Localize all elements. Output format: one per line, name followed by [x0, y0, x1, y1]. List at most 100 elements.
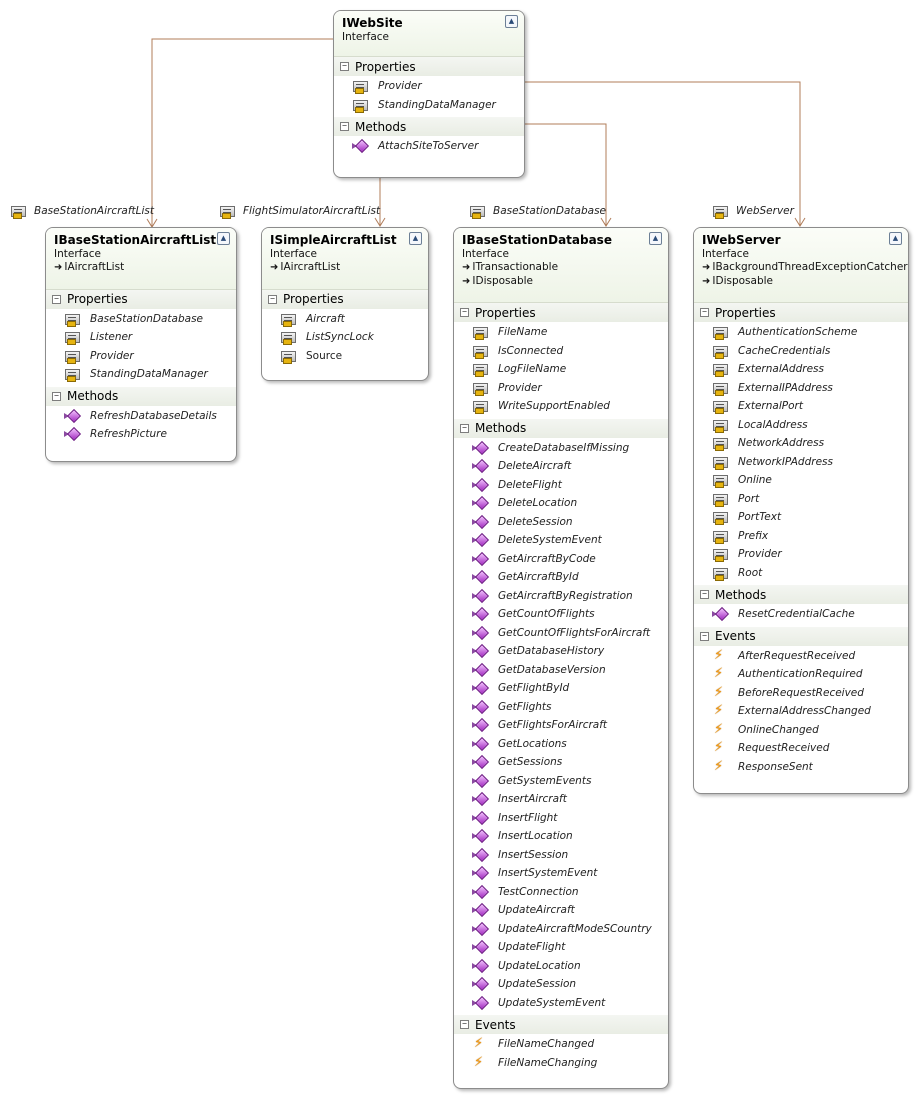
- member-item[interactable]: CreateDatabaseIfMissing: [454, 439, 668, 458]
- collapse-double-chevron-icon[interactable]: ▲: [409, 232, 422, 245]
- member-item[interactable]: GetDatabaseVersion: [454, 661, 668, 680]
- member-item[interactable]: GetSessions: [454, 753, 668, 772]
- member-item[interactable]: NetworkIPAddress: [694, 453, 908, 472]
- member-item[interactable]: GetAircraftByCode: [454, 550, 668, 569]
- member-item[interactable]: DeleteLocation: [454, 494, 668, 513]
- member-item[interactable]: InsertFlight: [454, 809, 668, 828]
- minus-toggle-icon[interactable]: −: [700, 631, 709, 641]
- member-item[interactable]: ⚡FileNameChanging: [454, 1054, 668, 1073]
- member-item[interactable]: WriteSupportEnabled: [454, 397, 668, 416]
- member-item[interactable]: ExternalPort: [694, 397, 908, 416]
- member-item[interactable]: DeleteSystemEvent: [454, 531, 668, 550]
- member-item[interactable]: ExternalAddress: [694, 360, 908, 379]
- section-header-properties[interactable]: − Properties: [454, 303, 668, 322]
- member-item[interactable]: DeleteFlight: [454, 476, 668, 495]
- member-item[interactable]: TestConnection: [454, 883, 668, 902]
- member-item[interactable]: Provider: [454, 379, 668, 398]
- member-item[interactable]: IsConnected: [454, 342, 668, 361]
- member-item[interactable]: ⚡FileNameChanged: [454, 1035, 668, 1054]
- member-item[interactable]: Source: [262, 347, 428, 366]
- member-item[interactable]: ⚡OnlineChanged: [694, 721, 908, 740]
- member-item[interactable]: ⚡RequestReceived: [694, 739, 908, 758]
- member-item[interactable]: UpdateAircraft: [454, 901, 668, 920]
- minus-toggle-icon[interactable]: −: [340, 122, 349, 131]
- member-item[interactable]: GetAircraftById: [454, 568, 668, 587]
- minus-toggle-icon[interactable]: −: [52, 391, 61, 401]
- member-item[interactable]: InsertLocation: [454, 827, 668, 846]
- member-item[interactable]: RefreshPicture: [46, 425, 236, 444]
- member-item[interactable]: UpdateSession: [454, 975, 668, 994]
- minus-toggle-icon[interactable]: −: [460, 1020, 469, 1029]
- section-header-events[interactable]: − Events: [454, 1015, 668, 1034]
- member-item[interactable]: RefreshDatabaseDetails: [46, 407, 236, 426]
- member-item[interactable]: Provider: [694, 545, 908, 564]
- member-item[interactable]: ⚡ExternalAddressChanged: [694, 702, 908, 721]
- member-item[interactable]: BaseStationDatabase: [46, 310, 236, 329]
- member-item[interactable]: LogFileName: [454, 360, 668, 379]
- section-header-methods[interactable]: − Methods: [334, 117, 524, 136]
- member-item[interactable]: GetFlightById: [454, 679, 668, 698]
- member-item[interactable]: LocalAddress: [694, 416, 908, 435]
- collapse-double-chevron-icon[interactable]: ▲: [889, 232, 902, 245]
- member-item[interactable]: ExternalIPAddress: [694, 379, 908, 398]
- member-item[interactable]: Port: [694, 490, 908, 509]
- member-item[interactable]: InsertSession: [454, 846, 668, 865]
- member-item[interactable]: ⚡BeforeRequestReceived: [694, 684, 908, 703]
- collapse-double-chevron-icon[interactable]: ▲: [217, 232, 230, 245]
- member-item[interactable]: UpdateFlight: [454, 938, 668, 957]
- minus-toggle-icon[interactable]: −: [700, 590, 709, 599]
- collapse-double-chevron-icon[interactable]: ▲: [649, 232, 662, 245]
- class-box-iwebserver[interactable]: IWebServer Interface ➜IBackgroundThreadE…: [693, 227, 909, 794]
- member-item[interactable]: Online: [694, 471, 908, 490]
- member-item[interactable]: ⚡AuthenticationRequired: [694, 665, 908, 684]
- class-box-ibasestationaircraftlist[interactable]: IBaseStationAircraftList Interface ➜IAir…: [45, 227, 237, 462]
- member-item[interactable]: Aircraft: [262, 310, 428, 329]
- minus-toggle-icon[interactable]: −: [460, 423, 469, 433]
- member-item[interactable]: UpdateLocation: [454, 957, 668, 976]
- member-item[interactable]: StandingDataManager: [334, 96, 524, 115]
- minus-toggle-icon[interactable]: −: [268, 294, 277, 304]
- member-item[interactable]: AuthenticationScheme: [694, 323, 908, 342]
- member-item[interactable]: GetDatabaseHistory: [454, 642, 668, 661]
- member-item[interactable]: FileName: [454, 323, 668, 342]
- collapse-double-chevron-icon[interactable]: ▲: [505, 15, 518, 28]
- member-item[interactable]: ⚡ResponseSent: [694, 758, 908, 777]
- member-item[interactable]: NetworkAddress: [694, 434, 908, 453]
- minus-toggle-icon[interactable]: −: [52, 294, 61, 304]
- section-header-methods[interactable]: − Methods: [46, 386, 236, 406]
- member-item[interactable]: DeleteAircraft: [454, 457, 668, 476]
- member-item[interactable]: GetAircraftByRegistration: [454, 587, 668, 606]
- member-item[interactable]: CacheCredentials: [694, 342, 908, 361]
- member-item[interactable]: ResetCredentialCache: [694, 605, 908, 624]
- section-header-properties[interactable]: − Properties: [262, 289, 428, 309]
- class-box-ibasestationdatabase[interactable]: IBaseStationDatabase Interface ➜ITransac…: [453, 227, 669, 1089]
- member-item[interactable]: GetCountOfFlightsForAircraft: [454, 624, 668, 643]
- member-item[interactable]: GetLocations: [454, 735, 668, 754]
- member-item[interactable]: GetCountOfFlights: [454, 605, 668, 624]
- member-item[interactable]: GetFlightsForAircraft: [454, 716, 668, 735]
- member-item[interactable]: Provider: [334, 77, 524, 96]
- minus-toggle-icon[interactable]: −: [340, 62, 349, 71]
- member-item[interactable]: StandingDataManager: [46, 365, 236, 384]
- section-header-methods[interactable]: − Methods: [454, 418, 668, 438]
- section-header-methods[interactable]: − Methods: [694, 585, 908, 604]
- section-header-properties[interactable]: − Properties: [334, 57, 524, 76]
- member-item[interactable]: Provider: [46, 347, 236, 366]
- member-item[interactable]: AttachSiteToServer: [334, 137, 524, 156]
- member-item[interactable]: Prefix: [694, 527, 908, 546]
- section-header-properties[interactable]: − Properties: [694, 303, 908, 322]
- member-item[interactable]: DeleteSession: [454, 513, 668, 532]
- member-item[interactable]: Listener: [46, 328, 236, 347]
- minus-toggle-icon[interactable]: −: [460, 308, 469, 317]
- member-item[interactable]: PortText: [694, 508, 908, 527]
- member-item[interactable]: ListSyncLock: [262, 328, 428, 347]
- member-item[interactable]: InsertAircraft: [454, 790, 668, 809]
- member-item[interactable]: GetFlights: [454, 698, 668, 717]
- minus-toggle-icon[interactable]: −: [700, 308, 709, 317]
- class-box-isimpleaircraftlist[interactable]: ISimpleAircraftList Interface ➜IAircraft…: [261, 227, 429, 381]
- section-header-events[interactable]: − Events: [694, 626, 908, 646]
- member-item[interactable]: InsertSystemEvent: [454, 864, 668, 883]
- member-item[interactable]: ⚡AfterRequestReceived: [694, 647, 908, 666]
- class-box-iwebsite[interactable]: IWebSite Interface ▲ − Properties Provid…: [333, 10, 525, 178]
- section-header-properties[interactable]: − Properties: [46, 289, 236, 309]
